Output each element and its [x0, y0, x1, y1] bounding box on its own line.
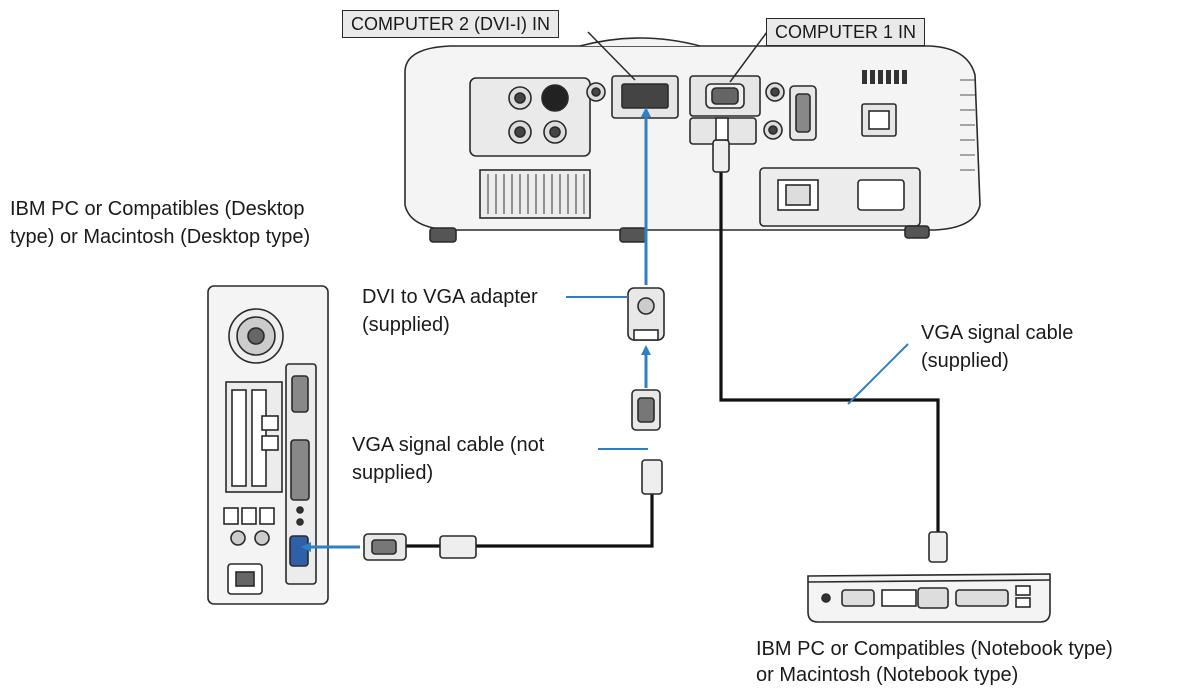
ferrite-core-horizontal [439, 535, 477, 559]
cable-supplied-leader [847, 343, 909, 405]
desktop-device-label-2: type) or Macintosh (Desktop type) [10, 226, 311, 248]
computer1-leader [729, 31, 768, 83]
adapter-callout-1: DVI to VGA adapter [362, 286, 538, 308]
cable-not-supplied-callout-2: supplied) [352, 462, 434, 484]
cable-not-supplied-callout-1: VGA signal cable (not [352, 434, 545, 456]
cable-supplied-callout-2: (supplied) [921, 350, 1009, 372]
notebook-device-label-1: IBM PC or Compatibles (Notebook type) [756, 638, 1113, 660]
computer2-port-label: COMPUTER 2 (DVI-I) IN [342, 10, 560, 38]
adapter-callout-2: (supplied) [362, 314, 450, 336]
ferrite-core-notebook [928, 531, 948, 563]
vga-cable-not-supplied [402, 468, 654, 548]
desktop-device-label-1: IBM PC or Compatibles (Desktop [10, 198, 305, 220]
ferrite-core-top [712, 139, 730, 173]
ferrite-core-vertical [641, 459, 663, 495]
cable-supplied-callout-1: VGA signal cable [921, 322, 1074, 344]
notebook [807, 573, 1051, 623]
vga-cable-supplied [719, 166, 940, 542]
notebook-device-label-2: or Macintosh (Notebook type) [756, 664, 1019, 686]
projector [404, 37, 981, 243]
desktop-tower [207, 285, 329, 605]
computer1-port-label: COMPUTER 1 IN [766, 18, 926, 46]
computer2-leader [587, 31, 636, 81]
